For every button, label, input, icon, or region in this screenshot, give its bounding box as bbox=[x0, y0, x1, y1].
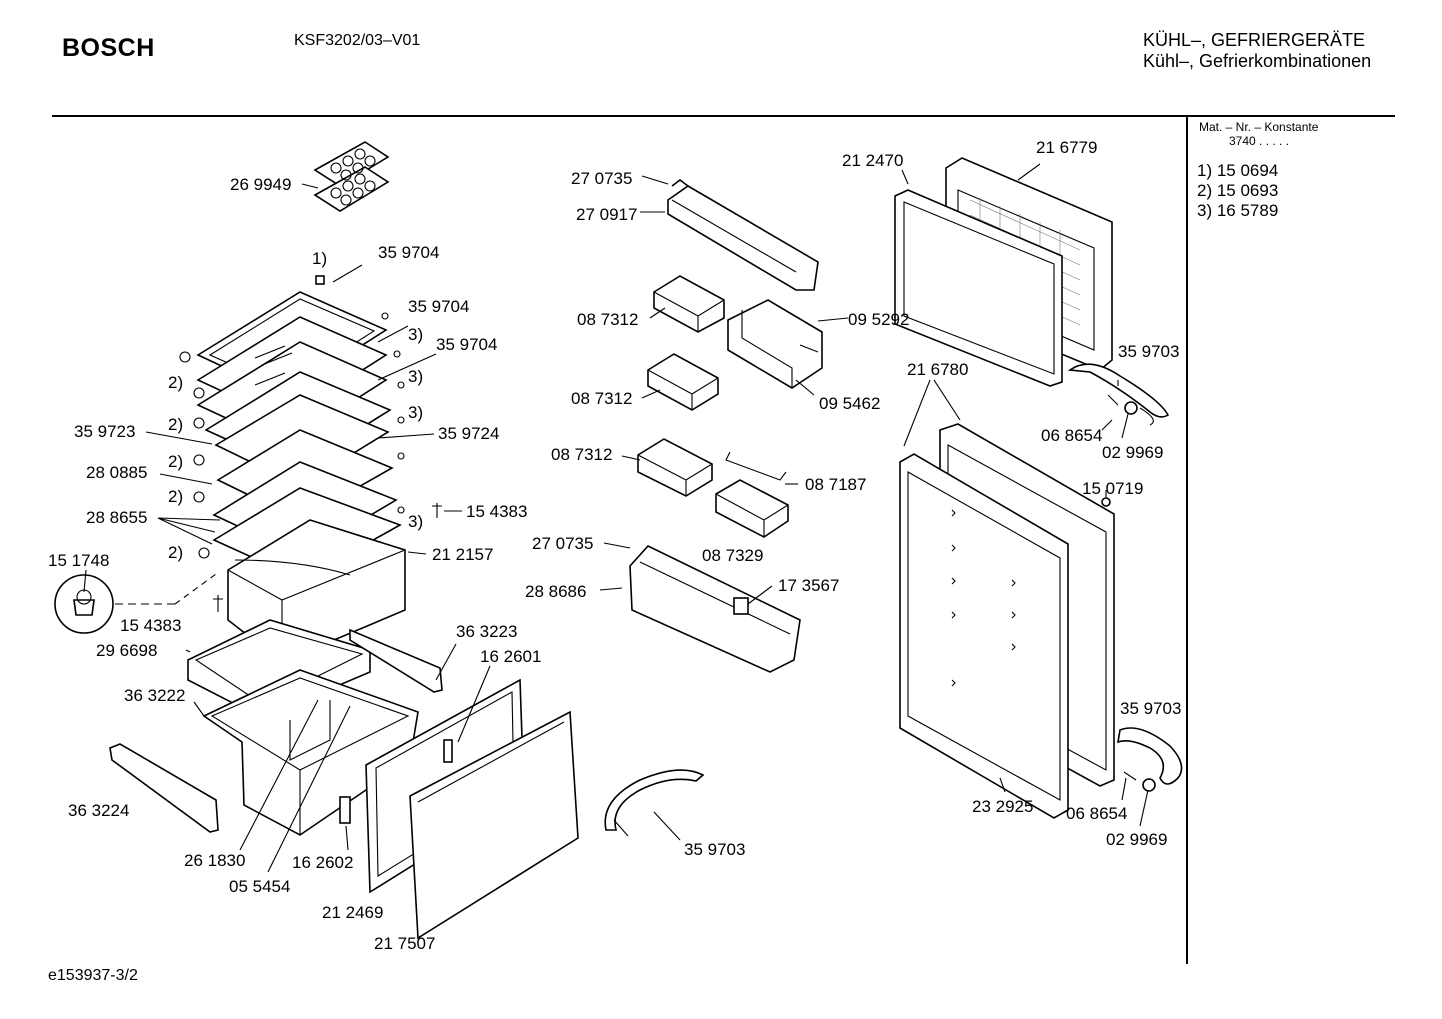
freezer-door-drawing bbox=[339, 678, 579, 940]
part-number-label: 08 7312 bbox=[571, 389, 632, 408]
part-number-label: 21 2157 bbox=[432, 545, 493, 564]
brand-logo: BOSCH bbox=[62, 34, 155, 62]
part-number-label: 16 2601 bbox=[480, 647, 541, 666]
drawer-drawing bbox=[187, 619, 371, 719]
part-number-label: 26 1830 bbox=[184, 851, 245, 870]
category-subtitle: Kühl–, Gefrierkombinationen bbox=[1143, 51, 1372, 71]
part-number-label: 15 1748 bbox=[48, 551, 109, 570]
part-number-label: 17 3567 bbox=[778, 576, 839, 595]
part-number-label: 36 3222 bbox=[124, 686, 185, 705]
part-number-label: 29 6698 bbox=[96, 641, 157, 660]
part-number-label: 36 3224 bbox=[68, 801, 129, 820]
part-number-label: 23 2925 bbox=[972, 797, 1033, 816]
part-number-label: 09 5462 bbox=[819, 394, 880, 413]
freezer-compartment-door-drawing bbox=[894, 157, 1113, 387]
part-number-label: 35 9703 bbox=[1120, 699, 1181, 718]
sidebar-item: 1) 15 0694 bbox=[1197, 161, 1279, 180]
part-number-label: 35 9704 bbox=[378, 243, 439, 262]
part-number-label: 28 0885 bbox=[86, 463, 147, 482]
door-shelf-drawing bbox=[667, 179, 819, 291]
part-number-label: 21 2470 bbox=[842, 151, 903, 170]
bottle-holder-drawing bbox=[727, 299, 823, 389]
part-number-label: 36 3223 bbox=[456, 622, 517, 641]
wire-rack-drawing bbox=[725, 451, 787, 481]
sidebar-constant: 3740 . . . . . bbox=[1229, 134, 1290, 148]
sidebar-item: 3) 16 5789 bbox=[1197, 201, 1279, 220]
part-number-label: 02 9969 bbox=[1106, 830, 1167, 849]
part-number-label: 27 0735 bbox=[532, 534, 593, 553]
lower-handle-drawing bbox=[1116, 727, 1183, 792]
fridge-door-drawing bbox=[899, 423, 1115, 819]
part-number-label: 27 0735 bbox=[571, 169, 632, 188]
egg-tray-drawing bbox=[313, 141, 390, 212]
leader-lines bbox=[83, 163, 1149, 873]
handle-drawing bbox=[604, 769, 705, 837]
sidebar-item: 2) 15 0693 bbox=[1197, 181, 1279, 200]
note-marker-label: 2) bbox=[168, 452, 183, 471]
part-number-label: 35 9723 bbox=[74, 422, 135, 441]
model-number: KSF3202/03–V01 bbox=[294, 32, 421, 49]
note-marker-label: 3) bbox=[408, 403, 423, 422]
bottle-shelf-drawing bbox=[629, 545, 801, 673]
note-marker-label: 2) bbox=[168, 487, 183, 506]
part-number-label: 02 9969 bbox=[1102, 443, 1163, 462]
part-number-label: 08 7312 bbox=[577, 310, 638, 329]
lamp-cover-drawing bbox=[54, 573, 217, 634]
part-number-label: 35 9703 bbox=[684, 840, 745, 859]
note-marker-label: 3) bbox=[408, 325, 423, 344]
sidebar-heading: Mat. – Nr. – Konstante bbox=[1199, 120, 1319, 134]
note-marker-label: 3) bbox=[408, 367, 423, 386]
part-number-label: 21 6780 bbox=[907, 360, 968, 379]
drawer-rail-drawing bbox=[109, 628, 443, 833]
part-number-label: 08 7312 bbox=[551, 445, 612, 464]
sidebar-divider bbox=[1186, 116, 1188, 964]
note-marker-label: 2) bbox=[168, 373, 183, 392]
screw-drawing bbox=[213, 503, 442, 612]
small-box-drawing bbox=[637, 275, 789, 538]
part-number-label: 28 8655 bbox=[86, 508, 147, 527]
upper-handle-drawing bbox=[1067, 363, 1170, 426]
header-divider bbox=[52, 115, 1395, 117]
note-marker-label: 3) bbox=[408, 512, 423, 531]
part-number-label: 35 9704 bbox=[436, 335, 497, 354]
part-number-label: 08 7187 bbox=[805, 475, 866, 494]
part-number-label: 28 8686 bbox=[525, 582, 586, 601]
drawing-id: e153937-3/2 bbox=[48, 967, 138, 984]
part-number-label: 09 5292 bbox=[848, 310, 909, 329]
sidebar-list: 1) 15 0694 2) 15 0693 3) 16 5789 bbox=[1197, 161, 1278, 221]
part-number-label: 06 8654 bbox=[1066, 804, 1127, 823]
bottom-drawer-drawing bbox=[202, 669, 419, 836]
part-number-label: 21 7507 bbox=[374, 934, 435, 953]
category-title: KÜHL–, GEFRIERGERÄTE bbox=[1143, 30, 1366, 50]
part-number-label: 16 2602 bbox=[292, 853, 353, 872]
part-number-label: 08 7329 bbox=[702, 546, 763, 565]
part-number-label: 35 9703 bbox=[1118, 342, 1179, 361]
part-number-label: 21 2469 bbox=[322, 903, 383, 922]
part-number-label: 26 9949 bbox=[230, 175, 291, 194]
note-marker-label: 2) bbox=[168, 543, 183, 562]
part-number-label: 15 0719 bbox=[1082, 479, 1143, 498]
part-number-label: 15 4383 bbox=[466, 502, 527, 521]
part-number-label: 27 0917 bbox=[576, 205, 637, 224]
part-number-label: 05 5454 bbox=[229, 877, 290, 896]
note-marker-label: 1) bbox=[312, 249, 327, 268]
part-labels: 26 9949 1) 35 9704 35 9704 3) 35 9704 2)… bbox=[48, 138, 1181, 953]
note-marker-label: 2) bbox=[168, 415, 183, 434]
part-number-label: 35 9704 bbox=[408, 297, 469, 316]
part-number-label: 15 4383 bbox=[120, 616, 181, 635]
part-number-label: 06 8654 bbox=[1041, 426, 1102, 445]
part-number-label: 21 6779 bbox=[1036, 138, 1097, 157]
part-number-label: 35 9724 bbox=[438, 424, 499, 443]
